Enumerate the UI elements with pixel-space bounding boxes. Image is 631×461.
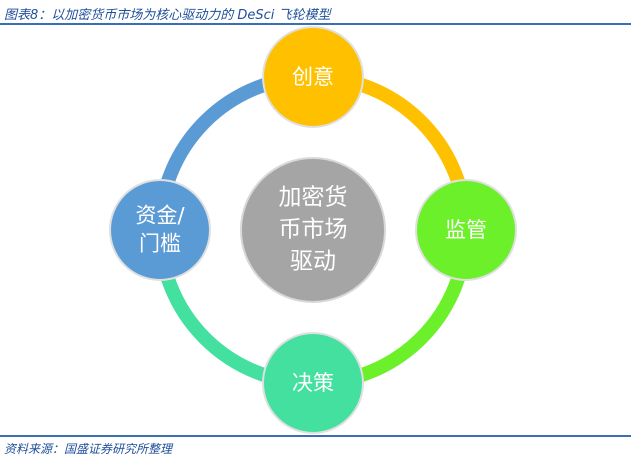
header-divider	[0, 23, 631, 25]
center-label-line2: 币市场	[278, 216, 348, 243]
node-decision-label: 决策	[292, 370, 334, 395]
center-label-line3: 驱动	[290, 249, 336, 276]
node-regulation-label: 监管	[445, 217, 487, 242]
node-decision	[262, 332, 364, 434]
source-note: 资料来源：国盛证券研究所整理	[4, 442, 173, 456]
figure-title: 图表8：以加密货币市场为核心驱动力的 DeSci 飞轮模型	[4, 8, 331, 23]
node-funding-label-line2: 门槛	[138, 232, 181, 256]
node-idea	[262, 26, 364, 128]
node-funding	[109, 179, 211, 281]
center-circle	[240, 157, 386, 303]
node-idea-label: 创意	[292, 64, 334, 89]
center-label: 加密货 币市场 驱动	[279, 182, 348, 279]
node-regulation	[415, 179, 517, 281]
footer-divider	[0, 435, 631, 437]
node-funding-label: 资金/ 门槛	[135, 202, 184, 259]
node-funding-label-line1: 资金/	[135, 203, 185, 228]
center-label-line1: 加密货	[278, 184, 348, 211]
